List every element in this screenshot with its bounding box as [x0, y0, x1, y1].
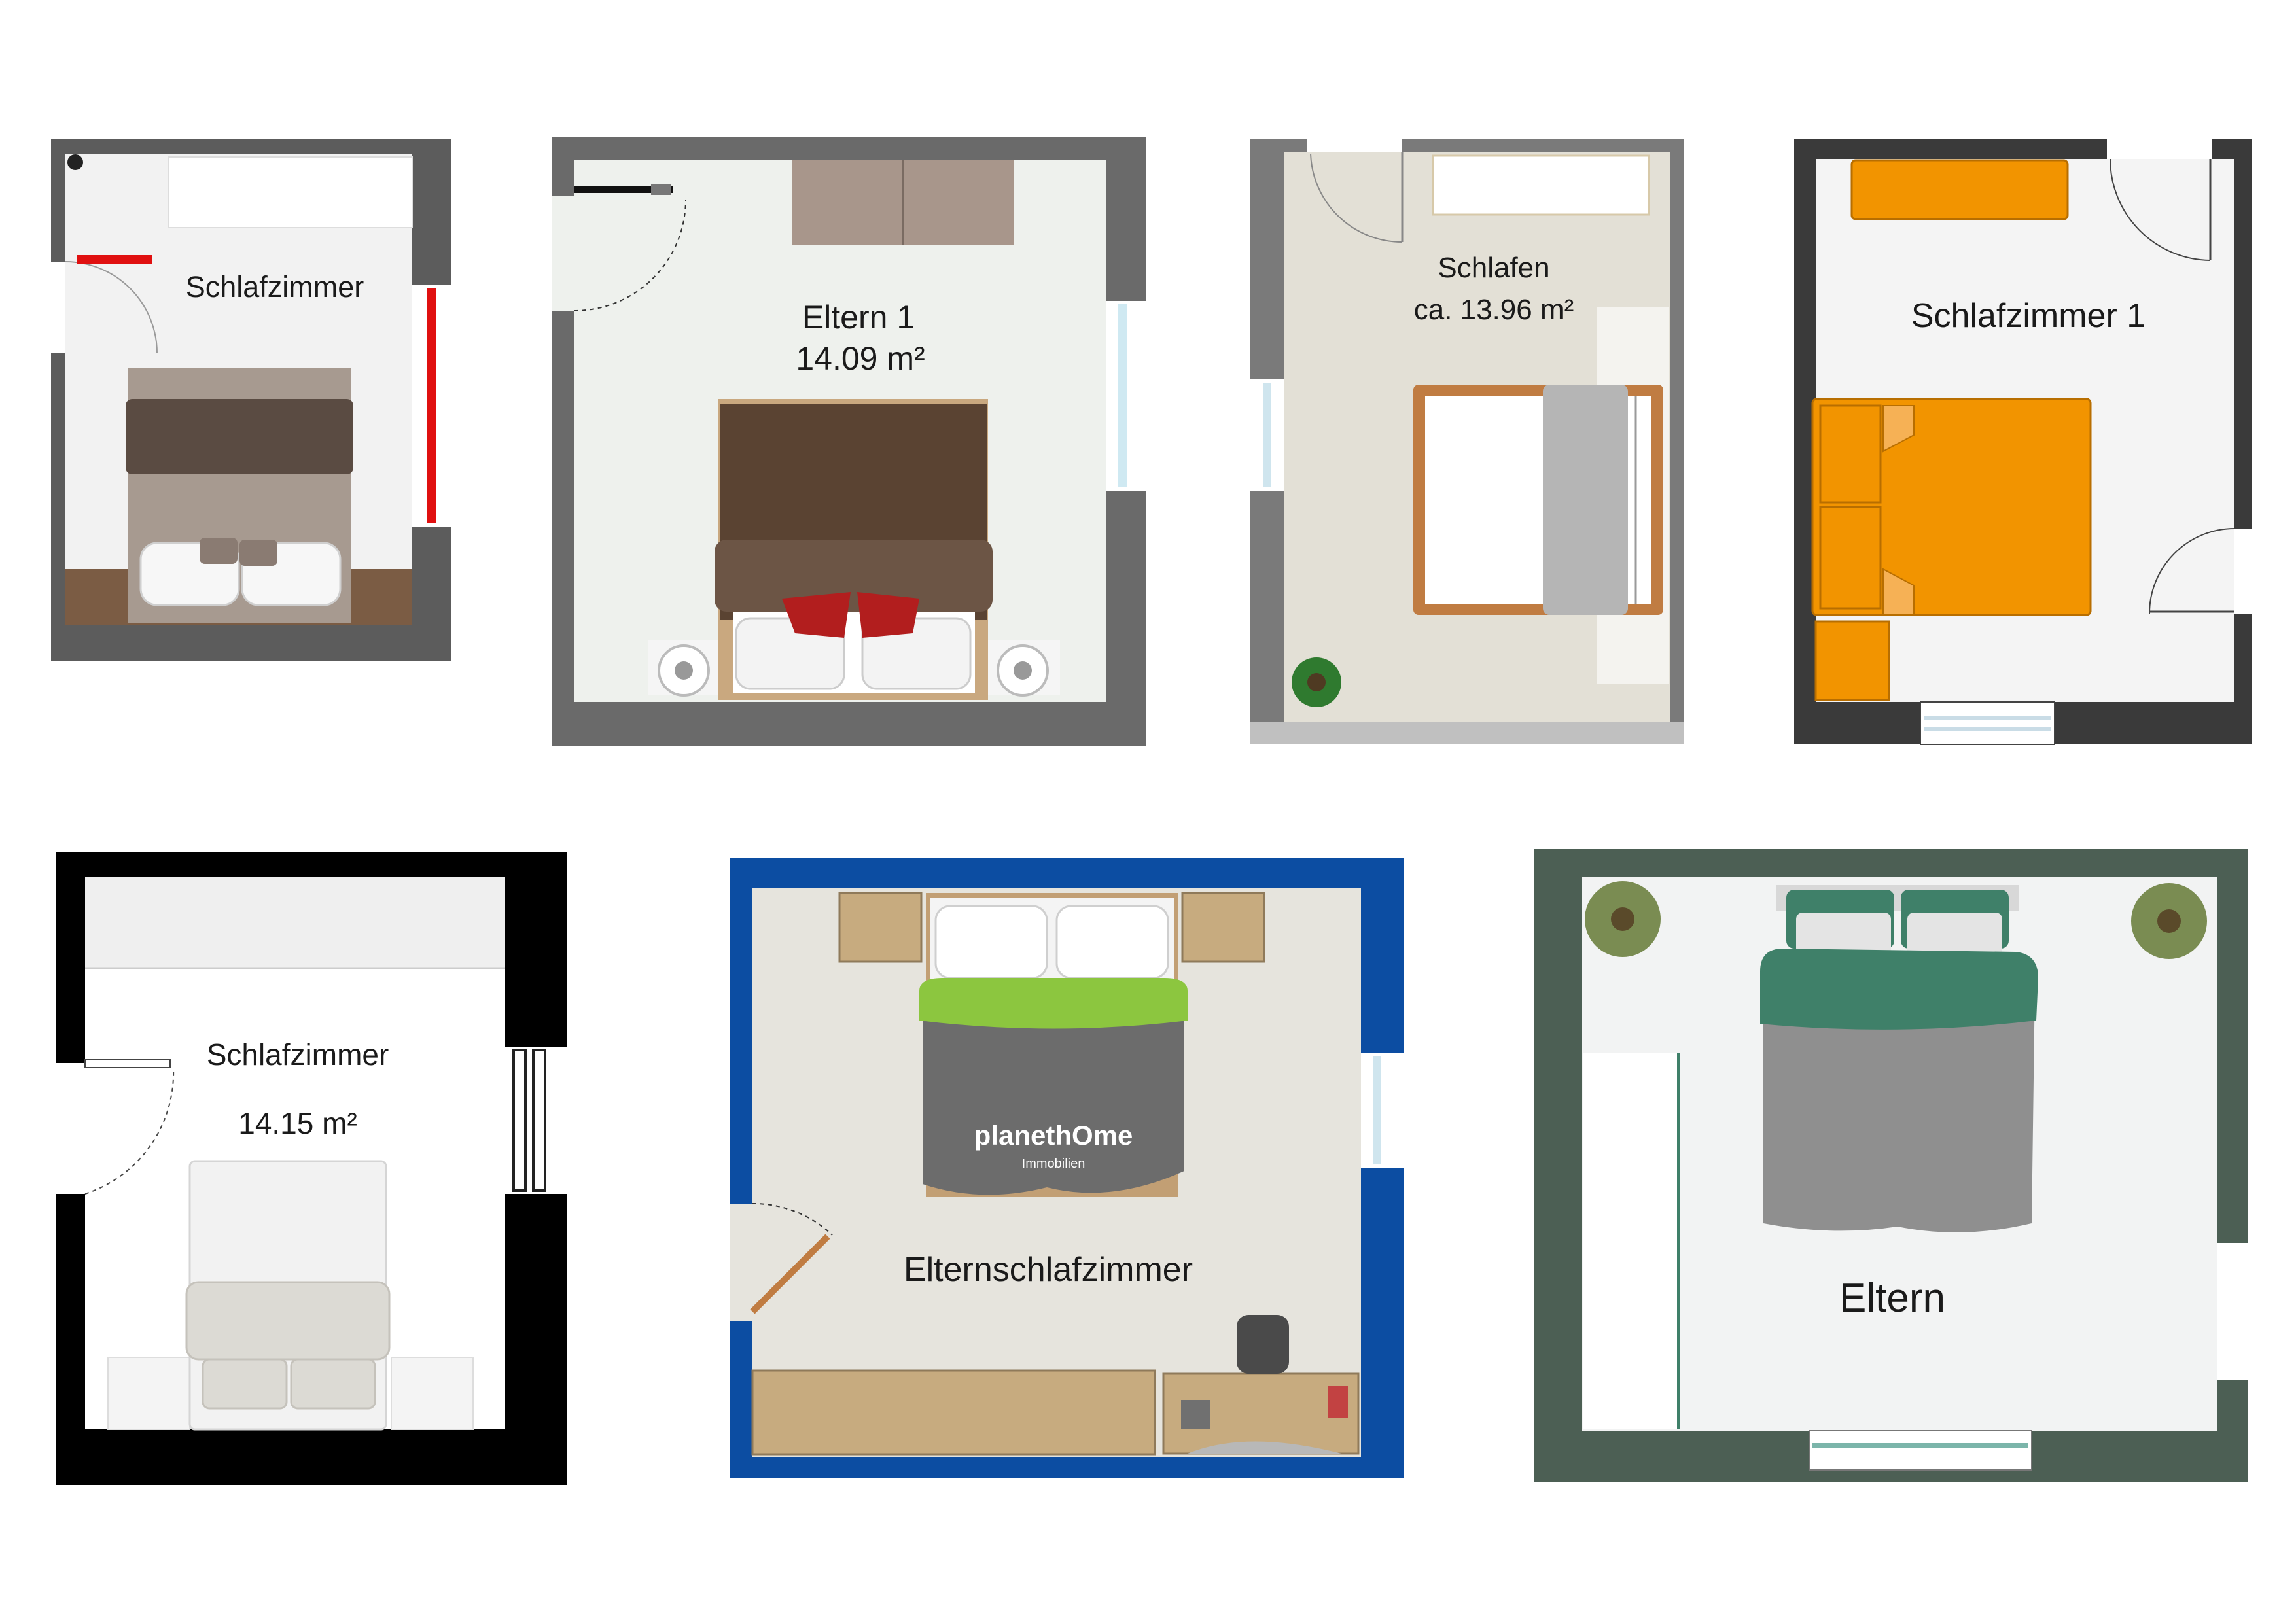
- window-glass: [1373, 1056, 1381, 1164]
- window-marker-red: [427, 288, 436, 523]
- bed-double: [1811, 398, 2092, 616]
- bed-blanket-fold: [715, 540, 993, 612]
- door-swing: [752, 1202, 833, 1236]
- door-swing-top: [2110, 158, 2211, 261]
- plant-pot: [1307, 673, 1326, 691]
- room-area-label: ca. 13.96 m²: [1414, 294, 1574, 326]
- pillow-left: [202, 1358, 288, 1410]
- cushion-red-right: [857, 592, 919, 638]
- pillow-right: [290, 1358, 376, 1410]
- pillow-left: [934, 905, 1048, 979]
- nightstand-left: [107, 1357, 190, 1430]
- desk-lamp-icon: [1181, 1400, 1210, 1429]
- window-pane-1: [512, 1049, 527, 1192]
- cushion-red-left: [782, 592, 851, 638]
- sideboard: [751, 1369, 1156, 1456]
- plan-eltern: Eltern: [1534, 849, 2248, 1482]
- door-opening: [552, 196, 574, 311]
- nightstand-right: [391, 1357, 474, 1430]
- pillow-top: [1819, 404, 1882, 504]
- door-leaf: [574, 186, 673, 193]
- window-glass: [1118, 304, 1127, 487]
- plan-elternschlafzimmer: planethOme Immobilien Elternschlafzimmer: [730, 858, 1404, 1478]
- plan-schlafen: Schlafen ca. 13.96 m²: [1250, 139, 1684, 744]
- room-name-label: Schlafzimmer 1: [1911, 297, 2146, 335]
- room-name-label: Schlafzimmer: [186, 270, 364, 304]
- plan-eltern-1: Eltern 1 14.09 m²: [552, 137, 1146, 746]
- window-pane-2: [532, 1049, 546, 1192]
- blanket-fold-top: [1882, 405, 1915, 453]
- bed-blanket: [126, 399, 353, 474]
- nightstand: [1814, 620, 1890, 701]
- logo-subline: Immobilien: [1022, 1157, 1086, 1171]
- logo-wordmark: planethOme: [974, 1120, 1133, 1151]
- door-leaf: [84, 1059, 171, 1068]
- window-bottom: [1809, 1430, 2032, 1471]
- bed-blanket: [923, 981, 1184, 1195]
- door-swing-right: [2149, 528, 2235, 614]
- cushion-left: [200, 538, 238, 564]
- room-name-label: Elternschlafzimmer: [904, 1251, 1193, 1289]
- corner-symbol-icon: [67, 154, 83, 170]
- door-opening: [56, 1063, 85, 1194]
- door-opening: [730, 1204, 752, 1321]
- door-swing: [574, 199, 686, 311]
- door-opening: [51, 262, 65, 353]
- bed-blanket: [1763, 981, 2035, 1232]
- room-area-label: 14.15 m²: [238, 1106, 357, 1140]
- lamp-left-center: [675, 661, 693, 680]
- window-band-bottom: [1250, 722, 1684, 744]
- dresser: [1850, 159, 2069, 220]
- door-opening-top: [2107, 139, 2212, 159]
- window-glass: [1263, 383, 1271, 487]
- pillow-bottom: [1819, 506, 1882, 610]
- room-area-label: 14.09 m²: [796, 340, 925, 377]
- window-bottom: [1920, 701, 2055, 745]
- pillow-inner-right: [1907, 913, 2002, 962]
- nightstand-right: [1181, 892, 1265, 963]
- wardrobe: [1583, 1053, 1678, 1429]
- window-right: [1361, 1053, 1404, 1168]
- window-right: [2217, 1243, 2248, 1380]
- bed-blanket: [1543, 385, 1628, 615]
- lamp-right-center: [1014, 661, 1032, 680]
- room-name-label: Eltern 1: [802, 299, 915, 336]
- cushion-right: [239, 540, 277, 566]
- plan-schlafzimmer-area: Schlafzimmer 14.15 m²: [56, 852, 567, 1485]
- door-swing: [84, 1067, 175, 1195]
- room-name-label: Schlafzimmer: [207, 1038, 389, 1072]
- plan-schlafzimmer-small: Schlafzimmer: [51, 139, 451, 661]
- bed-blanket-fold: [1760, 949, 2038, 1030]
- pillow-right: [1055, 905, 1169, 979]
- wardrobe: [85, 877, 505, 968]
- office-chair: [1237, 1315, 1289, 1374]
- pillow-right: [861, 617, 972, 690]
- nightstand-left: [838, 892, 923, 963]
- desk-mat: [1188, 1441, 1341, 1454]
- room-name-label: Schlafen: [1438, 252, 1549, 284]
- wardrobe: [1432, 154, 1650, 216]
- door-leaf-red: [77, 255, 152, 264]
- blanket-fold-bottom: [1882, 568, 1915, 616]
- bed-blanket: [185, 1281, 391, 1361]
- wardrobe: [168, 156, 413, 228]
- room-name-label: Eltern: [1839, 1276, 1945, 1321]
- plant-pot-left: [1611, 907, 1634, 931]
- desk-phone-icon: [1328, 1386, 1348, 1418]
- plant-pot-right: [2157, 909, 2181, 933]
- door-opening-right: [2234, 529, 2252, 614]
- door-opening: [1307, 139, 1402, 152]
- door-swing: [1310, 153, 1403, 243]
- door-handle: [651, 184, 671, 195]
- plan-schlafzimmer-1: Schlafzimmer 1: [1794, 139, 2252, 745]
- door-leaf: [750, 1234, 830, 1314]
- bed-blanket-fold: [919, 978, 1188, 1029]
